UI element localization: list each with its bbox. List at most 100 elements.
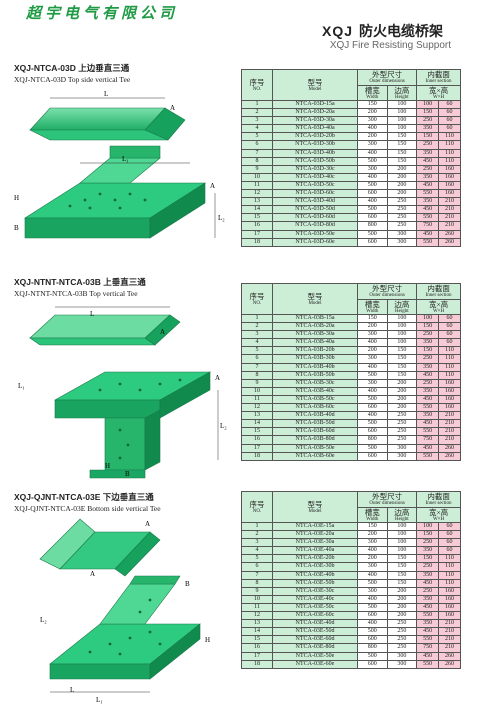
table-cell-h2: 210 <box>438 197 461 207</box>
table-cell-h1: 300 <box>386 237 418 247</box>
table-cell-model: NTCA-03B-30b <box>272 354 358 364</box>
section-1-title-en: XQJ-NTCA-03D Top side vertical Tee <box>14 75 131 84</box>
table-cell-w2: 250 <box>416 586 440 596</box>
table-cell-w1: 200 <box>357 554 388 564</box>
table-cell-no: 7 <box>241 148 273 158</box>
table-cell-model: NTCA-03D-50e <box>272 229 358 239</box>
cover-piece <box>29 314 181 346</box>
table-cell-w1: 300 <box>357 538 388 548</box>
table-cell-w1: 500 <box>357 229 388 239</box>
table-cell-w2: 450 <box>416 370 440 380</box>
table-cell-h2: 260 <box>438 651 461 661</box>
table-cell-model: NTCA-03E-30c <box>272 586 358 596</box>
title-text: 防火电缆桥架 <box>359 24 443 40</box>
table-cell-w2: 350 <box>416 411 440 421</box>
table-cell-model: NTCA-03E-30a <box>272 538 358 548</box>
table-cell-h1: 150 <box>386 140 418 150</box>
table-cell-model: NTCA-03E-40a <box>272 546 358 556</box>
table-cell-w2: 150 <box>416 108 440 118</box>
table-cell-w1: 400 <box>357 338 388 348</box>
table-cell-w1: 200 <box>357 108 388 118</box>
table-cell-model: NTCA-03B-40c <box>272 386 358 396</box>
table-cell-h2: 60 <box>438 521 461 532</box>
table-cell-w1: 400 <box>357 619 388 629</box>
table-cell-h1: 150 <box>386 354 418 364</box>
table-cell-w2: 350 <box>416 570 440 580</box>
table-cell-h1: 100 <box>386 338 418 348</box>
table-cell-no: 15 <box>241 427 273 437</box>
table-cell-h1: 100 <box>386 322 418 332</box>
table-cell-model: NTCA-03D-20b <box>272 132 358 142</box>
table-cell-h1: 150 <box>386 148 418 158</box>
table-cell-w2: 450 <box>416 229 440 239</box>
table-cell-w2: 550 <box>416 213 440 223</box>
table-cell-no: 14 <box>241 627 273 637</box>
table-cell-h2: 60 <box>438 124 461 134</box>
table-cell-model: NTCA-03E-40d <box>272 619 358 629</box>
table-cell-model: NTCA-03E-20b <box>272 554 358 564</box>
table-cell-w1: 500 <box>357 156 388 166</box>
table-cell-w2: 350 <box>416 148 440 158</box>
table-cell-no: 1 <box>241 99 273 110</box>
dim-L-label: L <box>104 90 108 98</box>
table-cell-model: NTCA-03D-30c <box>272 164 358 174</box>
table-cell-model: NTCA-03E-60d <box>272 635 358 645</box>
table-cell-w2: 350 <box>416 124 440 134</box>
table-cell-w2: 750 <box>416 221 440 231</box>
cover-piece <box>29 107 186 141</box>
dim-L2-label: L₂ <box>218 214 225 222</box>
dim-L1-label: L₁ <box>122 155 129 163</box>
table-cell-w1: 600 <box>357 451 388 461</box>
table-cell-h2: 210 <box>438 635 461 645</box>
table-cell-model: NTCA-03B-80d <box>272 435 358 445</box>
table-cell-w2: 450 <box>416 156 440 166</box>
table-cell-no: 15 <box>241 635 273 645</box>
table-cell-w2: 750 <box>416 643 440 653</box>
table-cell-h2: 110 <box>438 346 461 356</box>
table-cell-h2: 110 <box>438 156 461 166</box>
table-cell-model: NTCA-03D-50d <box>272 205 358 215</box>
table-cell-no: 14 <box>241 205 273 215</box>
table-cell-no: 6 <box>241 140 273 150</box>
table-cell-w2: 550 <box>416 403 440 413</box>
table-cell-model: NTCA-03D-50b <box>272 156 358 166</box>
dim-H-label: H <box>205 636 210 644</box>
table-cell-h2: 210 <box>438 205 461 215</box>
table-cell-no: 16 <box>241 435 273 445</box>
table-cell-w1: 500 <box>357 627 388 637</box>
table-cell-no: 4 <box>241 338 273 348</box>
table-cell-model: NTCA-03B-20b <box>272 346 358 356</box>
table-cell-w2: 450 <box>416 578 440 588</box>
table-cell-w1: 600 <box>357 237 388 247</box>
table-cell-no: 10 <box>241 172 273 182</box>
table-cell-h2: 110 <box>438 362 461 372</box>
table-cell-w1: 300 <box>357 562 388 572</box>
dim-L1-label: L₁ <box>18 382 25 390</box>
table-cell-w2: 550 <box>416 659 440 669</box>
table-cell-model: NTCA-03D-60c <box>272 189 358 199</box>
table-cell-no: 16 <box>241 643 273 653</box>
table-cell-model: NTCA-03D-20a <box>272 108 358 118</box>
table-cell-w2: 550 <box>416 237 440 247</box>
table-cell-no: 8 <box>241 370 273 380</box>
